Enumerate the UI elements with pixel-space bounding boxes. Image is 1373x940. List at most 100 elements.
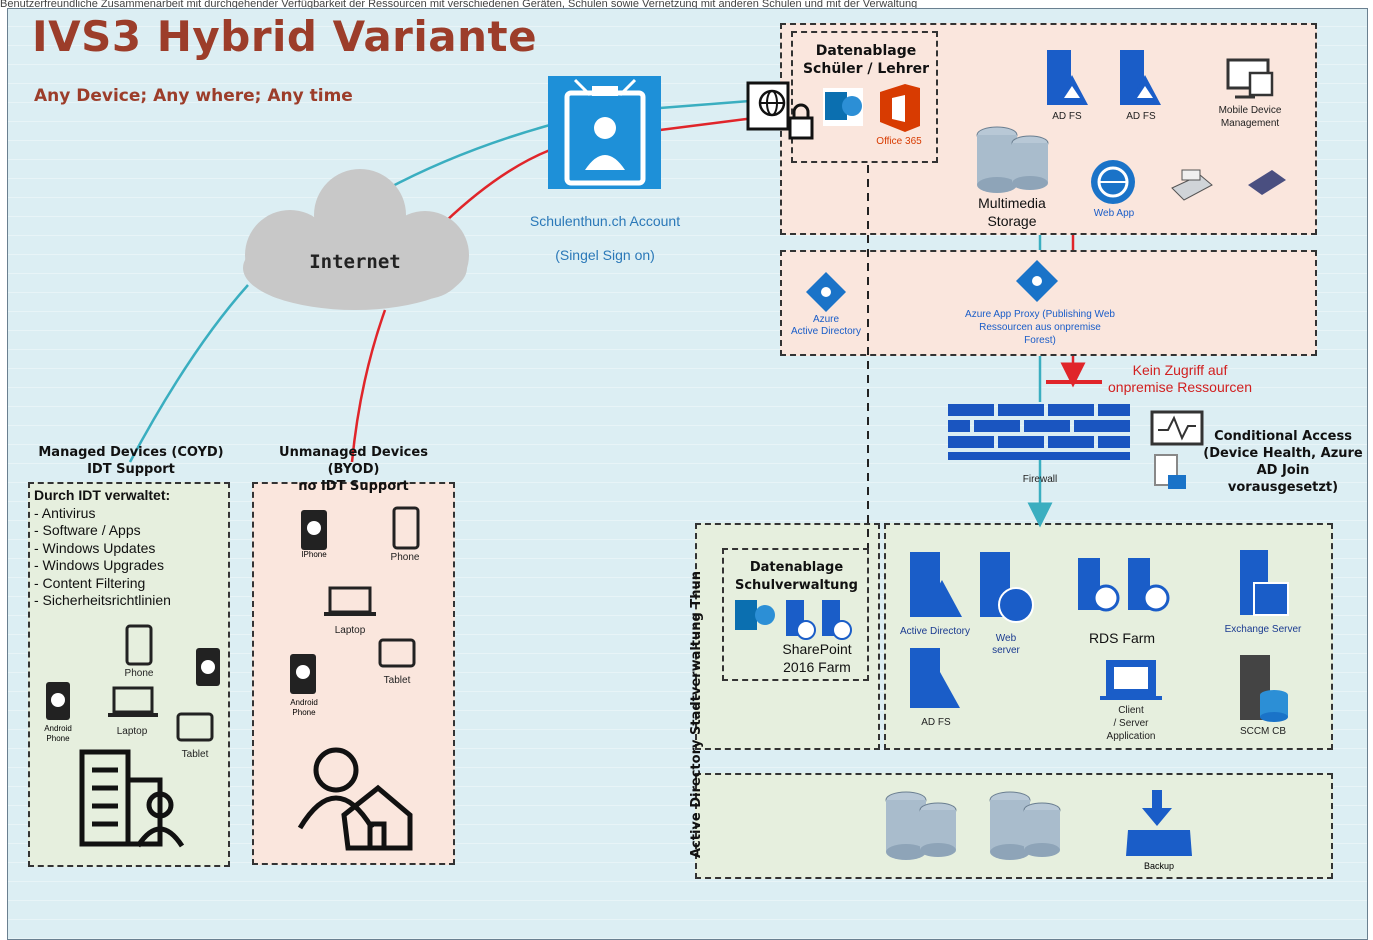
backup-label: Backup	[1143, 861, 1175, 871]
sccm-label: SCCM CB	[1239, 726, 1287, 737]
byod-laptop-label: Laptop	[334, 625, 366, 636]
managed-to-internet-line	[128, 284, 249, 463]
web-server-label: Web server	[992, 633, 1020, 656]
onprem-sp-server-1	[786, 600, 816, 640]
printer-icon	[1171, 169, 1213, 201]
web-server-icon	[980, 552, 1034, 623]
device-join-icon	[1154, 454, 1186, 489]
managed-list-item: - Antivirus	[34, 504, 96, 521]
managed-tablet-label: Tablet	[181, 749, 209, 760]
onprem-sharepoint-icon	[735, 600, 775, 630]
byod-phone-label: Phone	[390, 552, 420, 563]
managed-tablet-icon	[176, 712, 214, 742]
azure-proxy-label: Azure App Proxy (Publishing Web Ressourc…	[965, 309, 1115, 346]
managed-list-item: - Windows Updates	[34, 539, 156, 556]
managed-phone-icon	[125, 624, 153, 666]
onprem-sp-server-2	[822, 600, 852, 640]
rds-server-icon-2	[1128, 558, 1170, 612]
office365-label: Office 365	[876, 136, 922, 147]
unmanaged-devices-title: Unmanaged Devices (BYOD) no IDT Support	[279, 445, 428, 494]
byod-iphone-label: IPhone	[301, 550, 327, 559]
adfs-label-2: AD FS	[1126, 111, 1156, 122]
sccm-server-icon	[1240, 655, 1288, 722]
secure-web-icon	[746, 81, 814, 140]
client-server-label: Client / Server Application	[1106, 705, 1156, 742]
account-to-cloud-red-line	[659, 115, 763, 132]
onprem-storage-title: Datenablage Schulverwaltung	[734, 560, 858, 593]
web-app-label: Web App	[1093, 208, 1135, 219]
active-directory-server-icon	[910, 552, 962, 617]
office-building-icon	[79, 749, 185, 848]
account-label: Schulenthun.ch Account (Singel Sign on)	[520, 196, 690, 264]
client-server-app-icon	[1100, 660, 1162, 700]
azure-ad-label: Azure Active Directory	[790, 314, 861, 337]
adfs-onprem-icon	[910, 648, 960, 708]
backup-storage-icon-2	[989, 791, 1061, 860]
exchange-label: Exchange Server	[1224, 624, 1302, 635]
onprem-vertical-label: Active Directory Stadtverwaltung Thun	[689, 571, 704, 858]
managed-list-head: Durch IDT verwaltet:	[34, 487, 171, 503]
mdm-icon	[1226, 58, 1274, 99]
diagram-subtitle: Any Device; Any where; Any time	[34, 86, 353, 106]
no-access-label: Kein Zugriff auf onpremise Ressourcen	[1108, 362, 1252, 395]
managed-apple-phone-icon	[196, 648, 220, 686]
firewall-icon	[948, 404, 1130, 460]
byod-tablet-icon	[378, 638, 416, 668]
byod-phone-icon	[392, 506, 420, 550]
managed-laptop-icon	[108, 686, 158, 717]
home-user-icon	[297, 747, 413, 851]
managed-android-label: Android Phone	[44, 724, 72, 743]
adfs-server-icon-1	[1047, 50, 1088, 105]
managed-list-item: - Software / Apps	[34, 522, 141, 538]
managed-list-item: - Windows Upgrades	[34, 557, 164, 573]
managed-phone-label: Phone	[124, 668, 154, 679]
managed-list-item: - Content Filtering	[34, 574, 146, 591]
managed-android-icon	[46, 682, 70, 720]
byod-android-label: Android Phone	[290, 698, 318, 717]
internet-to-account-red-line	[444, 148, 551, 223]
adfs-label-1: AD FS	[1052, 111, 1082, 122]
internet-cloud-icon	[243, 169, 469, 310]
unmanaged-devices-box	[252, 482, 455, 865]
byod-tablet-label: Tablet	[383, 675, 411, 686]
azure-app-proxy-icon	[1016, 260, 1058, 302]
byod-laptop-icon	[324, 586, 376, 616]
account-line2: (Singel Sign on)	[555, 247, 655, 263]
top-strip-text: Benutzerfreundliche Zusammenarbeit mit d…	[0, 0, 918, 8]
managed-list-item: - Sicherheitsrichtlinien	[34, 592, 171, 608]
byod-to-internet-line	[350, 309, 387, 463]
sharepoint-farm-label: SharePoint 2016 Farm	[782, 641, 852, 675]
active-directory-label: Active Directory	[899, 626, 970, 637]
backup-icon	[1126, 790, 1192, 856]
byod-android-icon	[290, 654, 316, 694]
adfs-server-icon-2	[1120, 50, 1161, 105]
managed-devices-list: Durch IDT verwaltet: - Antivirus - Softw…	[34, 487, 171, 610]
conditional-access-label: Conditional Access (Device Health, Azure…	[1203, 429, 1363, 495]
multimedia-storage-icon	[976, 126, 1049, 193]
mdm-label: Mobile Device Management	[1218, 105, 1282, 129]
health-monitor-icon	[1150, 410, 1204, 446]
azure-ad-icon	[806, 272, 846, 312]
internet-to-account-line	[384, 123, 551, 192]
internet-label: Internet	[309, 251, 401, 273]
byod-iphone-icon	[301, 510, 327, 550]
account-badge-icon	[548, 76, 661, 189]
account-line1: Schulenthun.ch Account	[529, 213, 681, 229]
managed-devices-title: Managed Devices (COYD) IDT Support	[38, 445, 224, 477]
diagram-title: IVS3 Hybrid Variante	[32, 12, 538, 61]
web-app-icon	[1091, 160, 1135, 204]
sharepoint-icon	[823, 88, 863, 126]
onprem-adfs-label: AD FS	[921, 717, 951, 728]
backup-storage-icon-1	[885, 791, 957, 860]
scanner-icon	[1248, 170, 1286, 195]
managed-laptop-label: Laptop	[116, 726, 148, 737]
rds-farm-label: RDS Farm	[1088, 630, 1156, 646]
exchange-server-icon	[1240, 550, 1289, 616]
azure-box	[780, 250, 1317, 356]
multimedia-label: Multimedia Storage	[978, 195, 1046, 229]
cloud-storage-title: Datenablage Schüler / Lehrer	[802, 43, 930, 77]
office365-icon	[880, 84, 920, 132]
account-to-cloud-line	[659, 99, 751, 110]
rds-server-icon-1	[1078, 558, 1120, 612]
